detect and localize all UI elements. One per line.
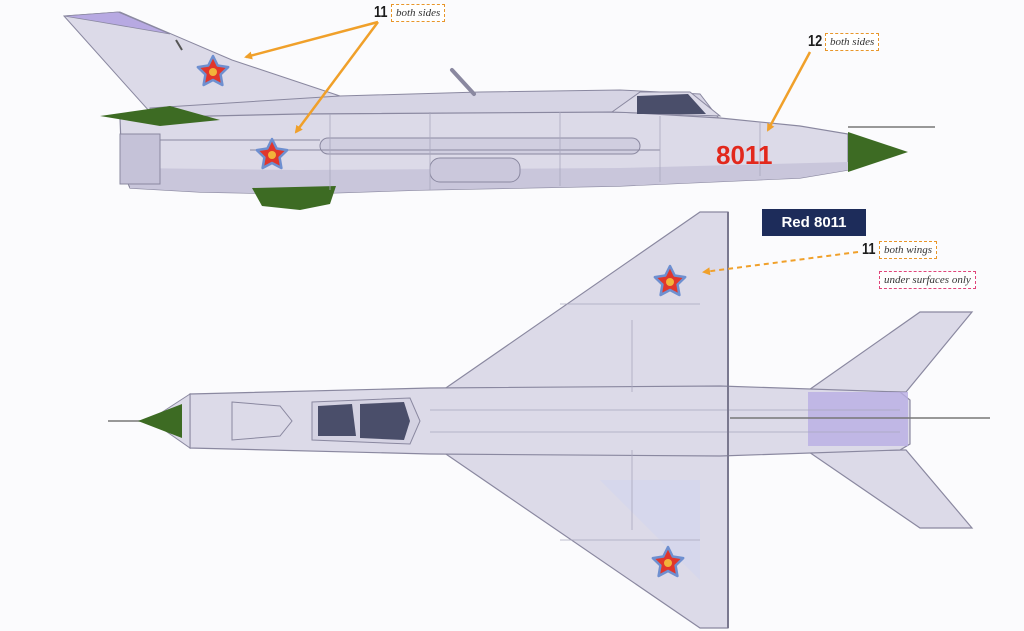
callout-number-side-11: 11 [374, 4, 388, 21]
note-both-wings: both wings [879, 241, 937, 259]
note-both-sides-a: both sides [391, 4, 446, 22]
arrow-icon [294, 21, 380, 134]
arrow-icon [766, 51, 812, 132]
top-view [108, 211, 990, 629]
callout-number-top-11: 11 [862, 241, 876, 258]
note-under-surfaces-only: under surfaces only [879, 271, 976, 289]
aircraft-tag: Red 8011 [762, 209, 866, 236]
arrow-icon [702, 251, 859, 276]
side-view [62, 11, 935, 210]
serial-number: 8011 [716, 140, 772, 170]
callout-arrows [244, 20, 859, 276]
note-both-sides-b: both sides [825, 33, 880, 51]
callout-number-side-12: 12 [808, 33, 823, 50]
arrow-icon [244, 20, 379, 60]
